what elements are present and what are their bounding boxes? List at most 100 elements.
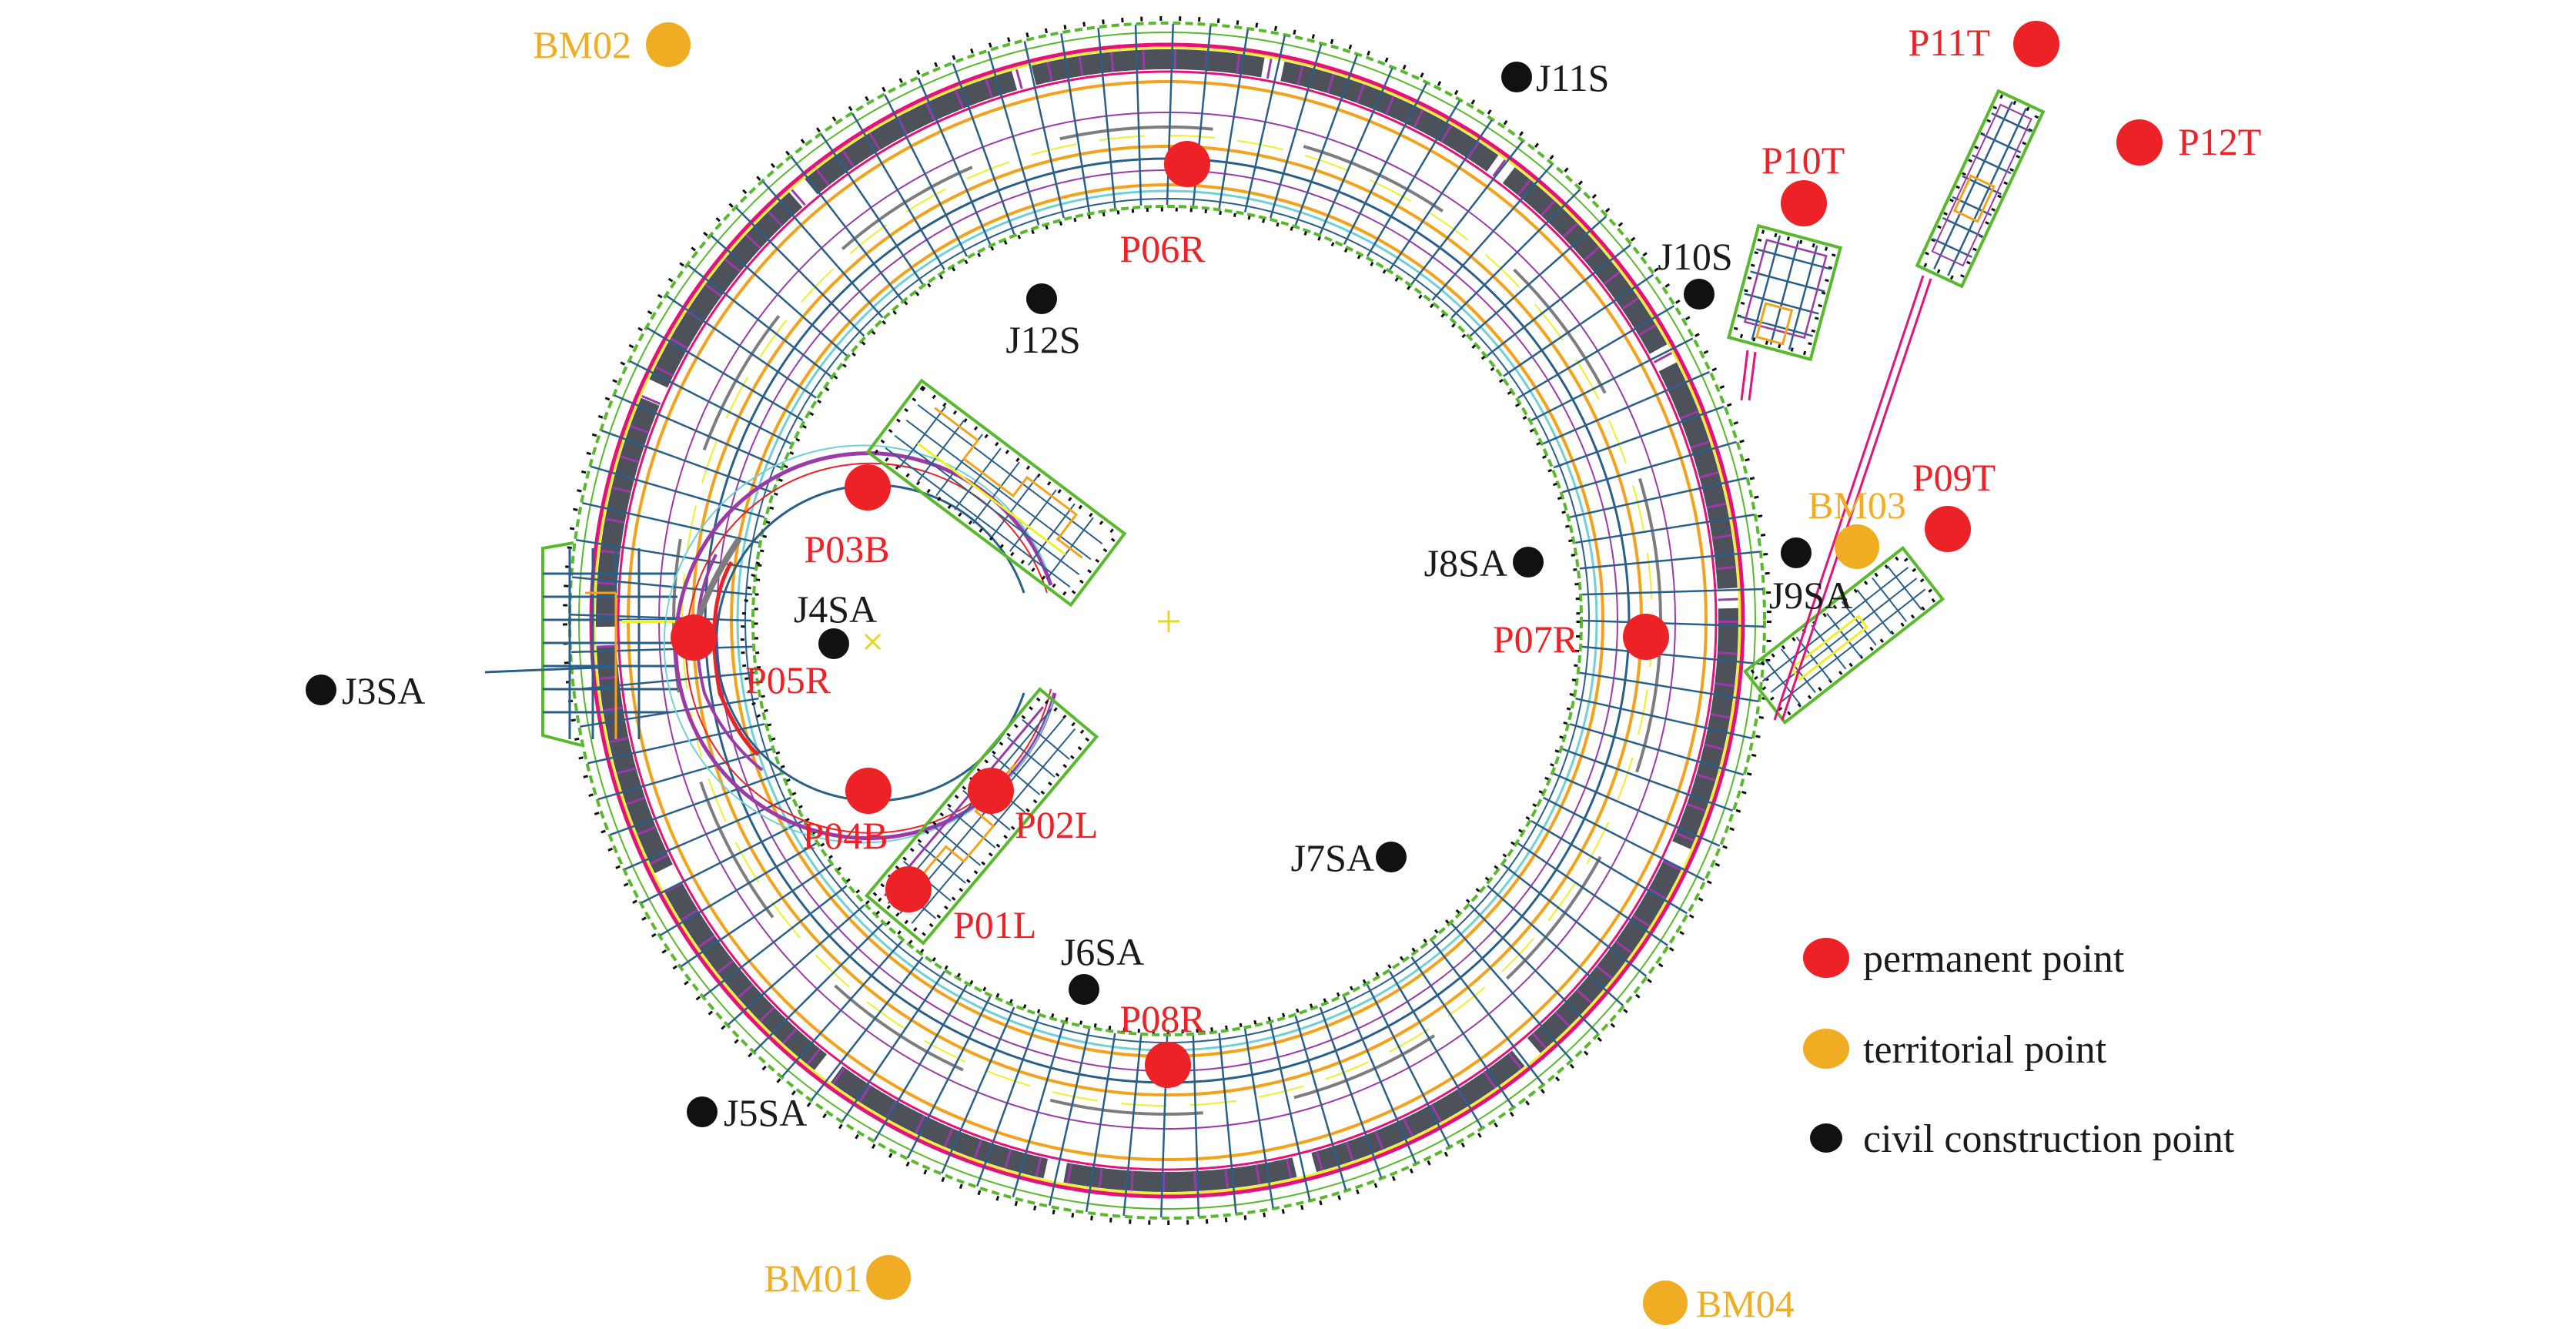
bowl-green-dots [740, 561, 764, 725]
ring-radial-line [666, 295, 817, 399]
monitoring-point-p09t: P09T [1912, 456, 1996, 552]
ring-radial-line [753, 922, 884, 1053]
annex-ne-purple [1743, 239, 1828, 340]
ring-radial-line [680, 864, 831, 968]
ring-radial-line [1218, 28, 1250, 209]
ring-radial-line [987, 51, 1040, 226]
ring-radial-line [1389, 119, 1493, 270]
stadium-structure-drawing [484, 16, 2046, 1225]
ring-radial-line [735, 206, 865, 337]
ring-radial-line [1543, 370, 1711, 445]
bowl-center-x-icon [864, 633, 882, 651]
ring-radial-line [781, 940, 903, 1078]
point-label: P12T [2178, 120, 2261, 163]
utility-line-4 [1748, 351, 1757, 401]
ring-radial-line [1553, 772, 1721, 847]
civil-point-marker [306, 675, 336, 705]
ring-radial-line [1319, 67, 1393, 235]
permanent-point-marker [1781, 180, 1827, 226]
ring-radial-line [1367, 984, 1450, 1147]
legend-item-permanent: permanent point [1803, 937, 2125, 981]
bowl-steel-arc [715, 484, 1025, 802]
monitoring-point-j7sa: J7SA [1291, 836, 1407, 879]
point-label: BM01 [764, 1257, 862, 1300]
annex-e-dots [1748, 551, 1939, 719]
north-block-orange [934, 407, 1083, 559]
ring-radial-line [1410, 140, 1524, 285]
ring-radial-line [581, 501, 759, 544]
point-label: J3SA [342, 669, 425, 712]
ring-radial-line [1023, 41, 1065, 219]
permanent-point-marker [845, 464, 891, 511]
permanent-point-marker [968, 768, 1014, 814]
permanent-point-marker [2116, 119, 2163, 166]
ring-radial-line [791, 156, 903, 301]
monitoring-point-j4sa: J4SA [794, 588, 877, 659]
point-label: J6SA [1061, 930, 1144, 973]
ring-radial-line [571, 645, 753, 654]
annex-fne-dots [1919, 93, 2041, 284]
ring-radial-line [1085, 1033, 1116, 1213]
civil-construction-point-icon [1810, 1123, 1842, 1153]
ring-radial-line [1575, 514, 1755, 544]
point-label: P01L [953, 903, 1036, 946]
ring-radial-line [941, 1006, 1015, 1174]
legend-item-territorial: territorial point [1803, 1028, 2107, 1072]
north-block-yellow [917, 442, 1066, 556]
permanent-point-marker [2013, 21, 2059, 67]
ring-radial-line [1503, 864, 1648, 977]
civil-point-marker [1069, 974, 1099, 1005]
ring-radial-line [1531, 337, 1694, 421]
ring-radial-line [710, 235, 848, 357]
ring-radial-line [1218, 1033, 1237, 1214]
permanent-point-icon [1803, 938, 1849, 978]
north-block-grid [885, 403, 1103, 588]
ring-radial-line [975, 1016, 1040, 1187]
ring-radial-line [762, 180, 884, 319]
ring-radial-line [629, 360, 791, 445]
ring-radial-line [587, 723, 765, 765]
west-gray-arc [694, 537, 742, 625]
monitoring-point-j5sa: J5SA [687, 1091, 807, 1134]
civil-point-marker [1026, 283, 1057, 314]
ring-radial-line [687, 264, 831, 377]
utility-line-2 [1781, 278, 1932, 721]
monitoring-point-bm04: BM04 [1643, 1280, 1795, 1325]
point-label: P03B [804, 527, 889, 571]
ring-radial-line [1012, 1023, 1065, 1198]
inner-ring-green-edge [751, 205, 1583, 1036]
annex-e-outline [1742, 546, 1945, 725]
annex-fne-purple [1931, 103, 2032, 267]
ring-radial-line [1343, 996, 1417, 1164]
utility-lines [1740, 275, 1932, 721]
ring-radial-line [570, 614, 752, 622]
monitoring-point-p08r: P08R [1119, 997, 1206, 1088]
monitoring-point-j10s: J10S [1658, 235, 1733, 310]
ring-radial-line [884, 94, 968, 257]
ring-radial-line [917, 77, 992, 245]
ring-radial-line [1192, 1035, 1200, 1217]
territorial-point-marker [1835, 524, 1879, 569]
ring-radial-line [614, 394, 781, 469]
point-label: J11S [1536, 56, 1609, 99]
ring-radial-line [727, 904, 865, 1026]
south-block-outline [864, 687, 1099, 946]
ring-radial-line [1367, 99, 1461, 257]
monitoring-points: P01LP02LP03BP04BP05RP06RP07RP08RP09TP10T… [306, 21, 2261, 1325]
ring-radial-line [1319, 1006, 1383, 1178]
ring-radial-line [841, 971, 945, 1122]
permanent-point-marker [1623, 614, 1669, 660]
monitoring-point-j3sa: J3SA [306, 669, 425, 712]
annex-ne-orange [1755, 302, 1794, 346]
ring-radial-line [646, 326, 804, 421]
territorial-point-marker [866, 1255, 911, 1300]
ring-radial-line [820, 133, 924, 285]
west-orange-path [585, 591, 617, 739]
civil-point-marker [1501, 62, 1532, 92]
monitoring-point-j9sa: J9SA [1769, 537, 1852, 617]
point-label: P05R [745, 658, 831, 701]
territorial-point-marker [646, 22, 691, 67]
monitoring-point-p06r: P06R [1119, 141, 1210, 270]
monitoring-point-bm02: BM02 [533, 22, 691, 67]
